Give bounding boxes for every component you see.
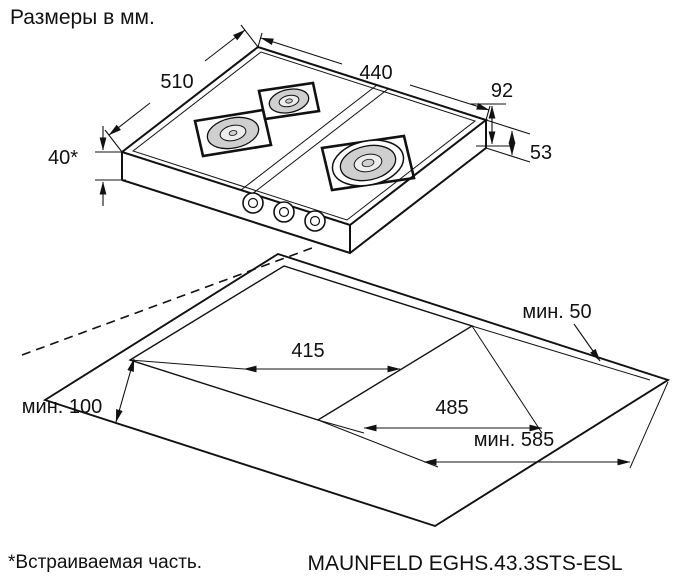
dimension-label-40: 40* (48, 147, 78, 169)
cutout-back-edge-extension (471, 325, 651, 381)
dimension-label-510: 510 (160, 71, 193, 93)
hob-dimension-lines (95, 24, 531, 206)
burner-large (331, 139, 405, 187)
pan-support-grate (257, 81, 321, 121)
hob-drawing (119, 45, 489, 255)
dimension-label-92: 92 (491, 80, 513, 102)
zone-divider-line (240, 84, 378, 191)
footnote: *Встраиваемая часть. (8, 552, 202, 573)
dimension-label-53: 53 (530, 142, 552, 164)
knob (242, 192, 264, 214)
worktop-outline (42, 252, 671, 528)
burner-small (268, 88, 310, 114)
cutout-dimension-lines (115, 323, 669, 469)
worktop-back-edge-dashed (21, 247, 313, 356)
worktop-drawing (21, 247, 671, 528)
knob (273, 201, 295, 223)
page-title: Размеры в мм. (10, 6, 155, 29)
control-knobs (242, 192, 326, 232)
dimension-label-min585: мин. 585 (474, 429, 554, 451)
dimension-label-min100: мин. 100 (22, 396, 102, 418)
zone-divider-line (251, 88, 389, 195)
knob (304, 210, 326, 232)
model-name: MAUNFELD EGHS.43.3STS-ESL (307, 552, 622, 575)
dimension-label-440: 440 (359, 62, 392, 84)
pan-support-grate (193, 108, 273, 158)
hob-rim-inner-line (131, 51, 477, 221)
dimension-label-415: 415 (291, 340, 324, 362)
burner-medium (206, 116, 260, 150)
hob-body (121, 120, 487, 255)
dimension-label-min50: мин. 50 (522, 301, 591, 323)
dimension-label-485: 485 (435, 397, 468, 419)
pan-support-grate (320, 134, 416, 192)
